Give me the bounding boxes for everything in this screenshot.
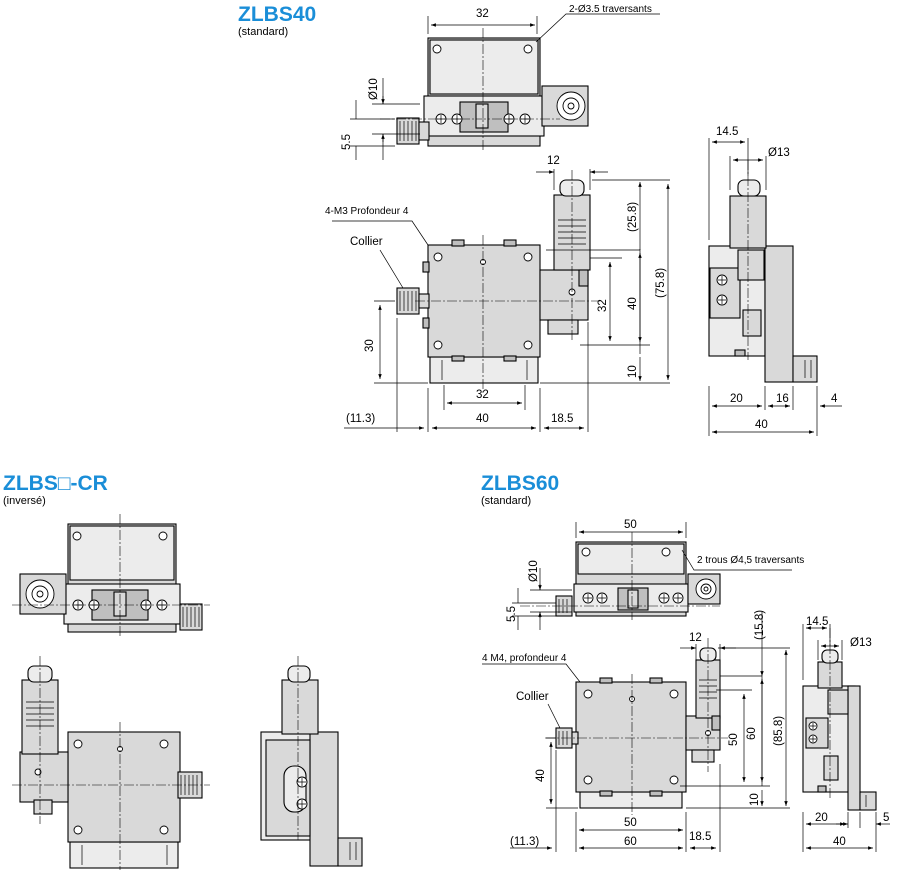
zlbs60-side-view: [802, 624, 890, 852]
dim-zlbs60-b113: (11.3): [510, 836, 539, 848]
title-zlbs-cr: ZLBS□-CR: [3, 472, 108, 495]
dim-zlbs60-s145: 14.5: [806, 616, 828, 628]
zlbs-cr-side-view: [260, 656, 363, 867]
dim-zlbs40-v32: 32: [597, 299, 609, 312]
label-zlbs60-collier: Collier: [516, 691, 549, 703]
dim-zlbs40-v10: 10: [627, 365, 639, 378]
dim-zlbs60-v10: 10: [749, 793, 761, 806]
dim-zlbs40-v258: (25.8): [627, 202, 639, 232]
note-zlbs40-tap: 4-M3 Profondeur 4: [325, 206, 409, 217]
dim-zlbs40-v758: (75.8): [655, 268, 667, 298]
dim-zlbs60-s5: 5: [883, 812, 889, 824]
zlbs-cr-front-view: [12, 656, 210, 870]
dim-zlbs40-b185: 18.5: [551, 413, 573, 425]
dim-zlbs60-s20: 20: [815, 812, 828, 824]
dim-zlbs40-b32: 32: [476, 389, 489, 401]
dim-zlbs60-b50: 50: [624, 817, 637, 829]
dim-zlbs40-v40: 40: [627, 297, 639, 310]
zlbs40-top-view: [350, 13, 660, 160]
variant-zlbs-cr: (inversé): [3, 495, 46, 507]
dim-zlbs60-b60: 60: [624, 836, 637, 848]
zlbs60-front-view: [482, 612, 790, 852]
zlbs40-front-view: [332, 169, 670, 432]
dim-zlbs60-v60: 60: [746, 727, 758, 740]
dim-zlbs40-s4: 4: [831, 393, 838, 405]
dim-zlbs60-d10: Ø10: [528, 560, 540, 582]
dim-zlbs40-s40: 40: [755, 419, 768, 431]
dim-zlbs60-top-width: 50: [624, 519, 637, 531]
dim-zlbs60-v40: 40: [535, 769, 547, 782]
dim-zlbs40-b113: (11.3): [346, 413, 375, 425]
dim-zlbs40-s13: Ø13: [768, 147, 790, 159]
note-zlbs60-tap: 4 M4, profondeur 4: [482, 653, 567, 664]
title-zlbs40: ZLBS40: [238, 3, 316, 26]
title-zlbs60: ZLBS60: [481, 472, 559, 495]
dim-zlbs60-b185: 18.5: [689, 831, 711, 843]
note-zlbs60-holes: 2 trous Ø4,5 traversants: [697, 555, 804, 566]
variant-zlbs40: (standard): [238, 26, 288, 38]
dim-zlbs40-s145: 14.5: [716, 126, 738, 138]
zlbs-cr-top-view: [12, 514, 210, 636]
dim-zlbs40-w12: 12: [547, 155, 560, 167]
dim-zlbs40-s20: 20: [730, 393, 743, 405]
dim-zlbs40-d10: Ø10: [368, 78, 380, 100]
zlbs60-top-view: [512, 522, 792, 630]
note-zlbs40-holes: 2-Ø3.5 traversants: [569, 4, 652, 15]
dim-zlbs60-v858: (85.8): [773, 716, 785, 746]
dim-zlbs40-top-width: 32: [476, 8, 489, 20]
zlbs40-side-view: [708, 138, 842, 436]
dim-zlbs40-h55: 5.5: [341, 134, 353, 150]
dim-zlbs60-v158: (15.8): [754, 610, 766, 640]
dim-zlbs40-v30: 30: [364, 339, 376, 352]
dim-zlbs40-b40: 40: [476, 413, 489, 425]
variant-zlbs60: (standard): [481, 495, 531, 507]
dim-zlbs60-s13: Ø13: [850, 637, 872, 649]
dim-zlbs60-v50: 50: [728, 733, 740, 746]
dim-zlbs60-w12: 12: [689, 632, 702, 644]
dim-zlbs60-s40: 40: [833, 836, 846, 848]
dim-zlbs60-h55: 5.5: [506, 606, 518, 622]
dim-zlbs40-s16: 16: [776, 393, 789, 405]
label-zlbs40-collier: Collier: [350, 236, 383, 248]
